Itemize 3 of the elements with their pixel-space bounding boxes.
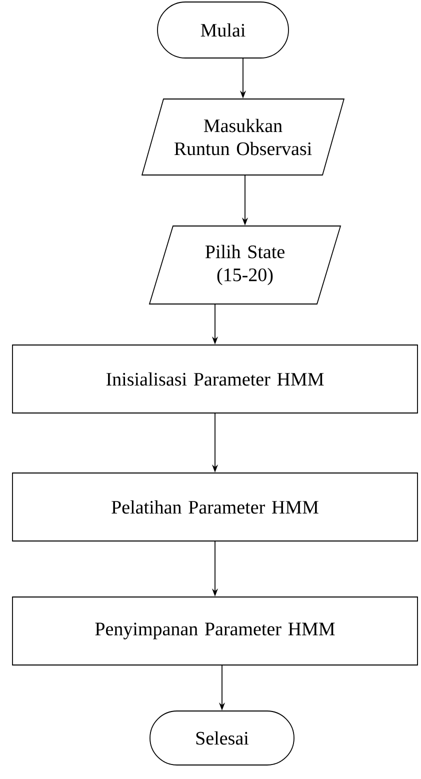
- process-box: Pelatihan Parameter HMM: [12, 472, 418, 542]
- process-box: Inisialisasi Parameter HMM: [12, 344, 418, 414]
- process-box: Penyimpanan Parameter HMM: [12, 596, 418, 666]
